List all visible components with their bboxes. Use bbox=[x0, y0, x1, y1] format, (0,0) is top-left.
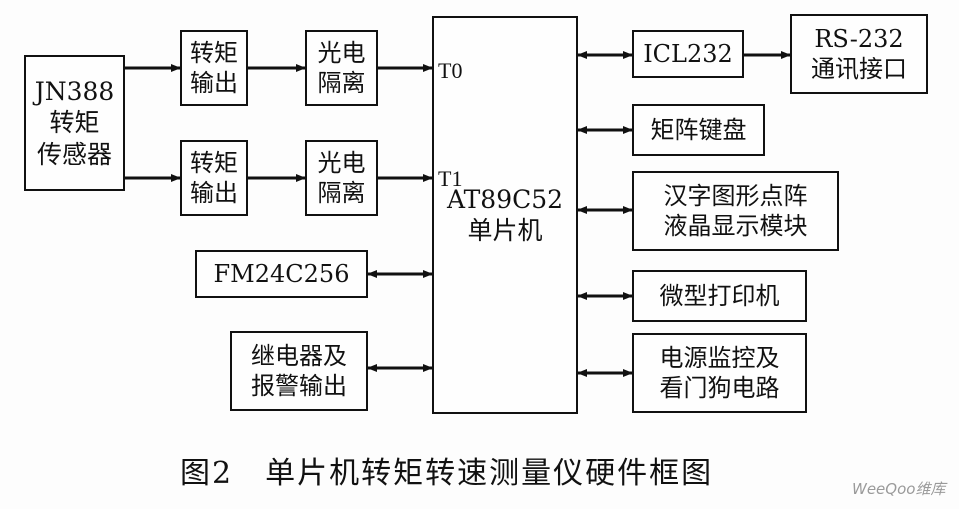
pin-label-t0: T0 bbox=[438, 58, 463, 83]
pin-label-t1: T1 bbox=[438, 166, 463, 191]
torque-output-box-1: 转矩 输出 bbox=[180, 30, 248, 106]
icl232-box: ICL232 bbox=[632, 30, 744, 78]
jn388-sensor-box: JN388 转矩 传感器 bbox=[24, 55, 125, 191]
lcd-module-box: 汉字图形点阵 液晶显示模块 bbox=[632, 171, 839, 251]
opto-isolation-box-1: 光电 隔离 bbox=[305, 30, 378, 106]
figure-caption: 图2 单片机转矩转速测量仪硬件框图 bbox=[180, 456, 714, 491]
power-watchdog-box: 电源监控及 看门狗电路 bbox=[632, 333, 807, 413]
rs232-interface-box: RS-232 通讯接口 bbox=[790, 14, 928, 94]
matrix-keypad-box: 矩阵键盘 bbox=[632, 104, 765, 156]
micro-printer-box: 微型打印机 bbox=[632, 270, 807, 322]
mcu-box: AT89C52 单片机 bbox=[432, 16, 578, 414]
opto-isolation-box-2: 光电 隔离 bbox=[305, 140, 378, 216]
torque-output-box-2: 转矩 输出 bbox=[180, 140, 248, 216]
watermark-logo: WeeQoo维库 bbox=[852, 480, 946, 498]
relay-alarm-box: 继电器及 报警输出 bbox=[230, 331, 368, 411]
fm24c256-box: FM24C256 bbox=[195, 250, 368, 298]
